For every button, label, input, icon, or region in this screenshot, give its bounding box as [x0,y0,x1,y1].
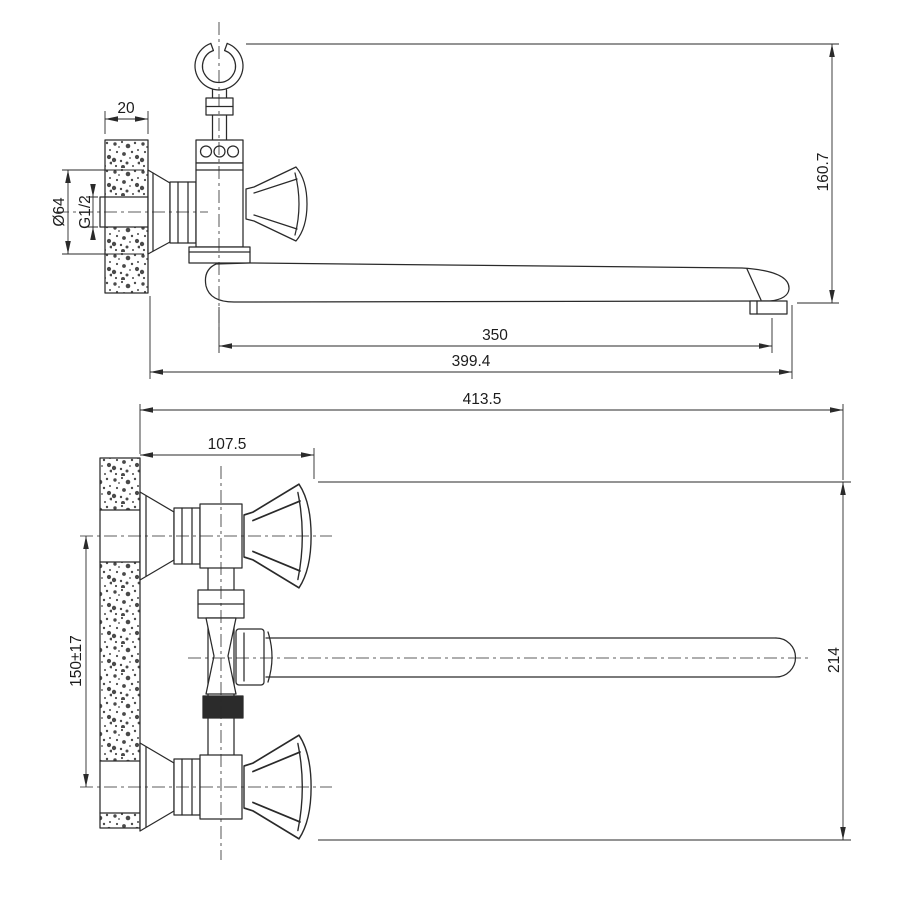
dim-thread-size: G1/2 [77,195,94,229]
dim-height-bottom: 214 [826,647,843,673]
dim-total-length: 413.5 [463,391,502,408]
centerlines [56,22,808,860]
dim-flange-diameter: Ø64 [51,197,68,227]
wall-section-front [99,457,141,829]
dim-height-top: 160.7 [815,153,832,192]
top-view [99,42,790,315]
spout-front [235,628,797,686]
dimension-labels: 20 Ø64 G1/2 160.7 350 399.4 413.5 107.5 … [51,100,843,687]
dim-wall-thickness: 20 [117,100,135,117]
bottom-view [99,457,797,840]
dimension-lines [62,43,851,841]
handle-side [245,166,308,242]
spout-side [204,262,790,315]
dim-wall-to-handle: 107.5 [208,436,247,453]
dim-spout-reach: 350 [482,327,508,344]
wall-section-side [99,139,149,294]
valve-body-side [147,42,251,264]
dim-total-reach: 399.4 [452,353,491,370]
dim-centers-distance: 150±17 [68,635,85,687]
